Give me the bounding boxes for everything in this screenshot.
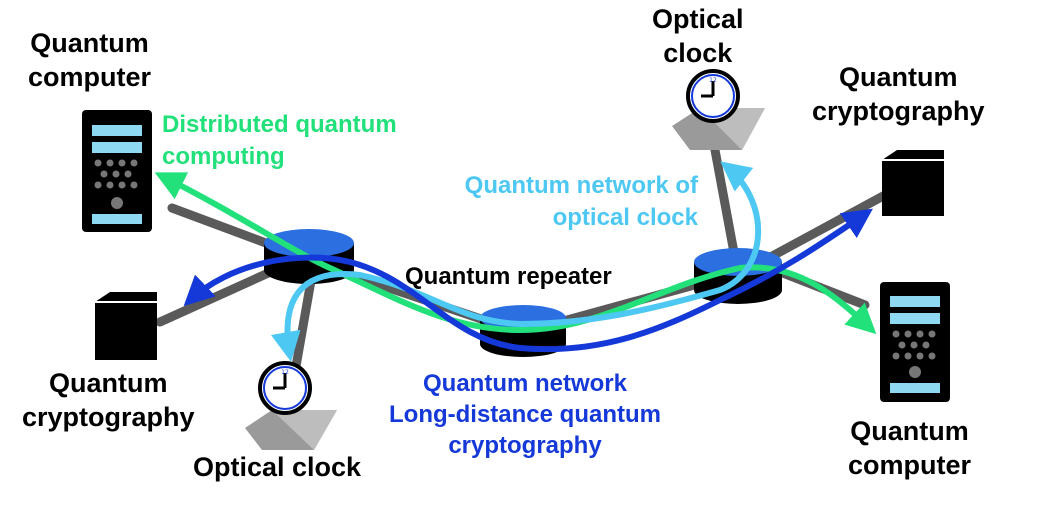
optical-clock-icon: 12 (672, 69, 765, 150)
label-line: optical clock (552, 204, 698, 231)
optical-clock-label-top: Optical clock (652, 2, 744, 70)
label-line: Quantum (49, 368, 168, 398)
label-line: Quantum network (422, 370, 627, 397)
svg-text:12: 12 (281, 369, 289, 376)
quantum-computer-icon (82, 110, 152, 232)
label-line: Long-distance quantum (389, 401, 661, 428)
quantum-cryptography-label-left: Quantum cryptography (22, 366, 195, 434)
cryptography-box-icon (882, 150, 944, 216)
clock-network-label: Quantum network of optical clock (430, 170, 698, 234)
quantum-network-arrow (183, 208, 873, 353)
label-line: cryptography (448, 432, 602, 459)
label-line: Optical (652, 4, 744, 34)
quantum-computer-label-top-left: Quantum computer (28, 26, 151, 94)
label-line: computer (28, 62, 152, 92)
quantum-computer-icon (880, 282, 950, 402)
optical-clock-icon: 12 (245, 361, 337, 450)
svg-text:12: 12 (709, 77, 717, 84)
label-line: Quantum (850, 416, 969, 446)
label-line: Quantum (30, 28, 149, 58)
label-line: computing (162, 143, 285, 170)
quantum-cryptography-label-top-right: Quantum cryptography (812, 60, 985, 128)
optical-clock-label-bottom: Optical clock (193, 452, 362, 482)
quantum-network-label: Quantum network Long-distance quantum cr… (372, 368, 678, 461)
label-line: cryptography (22, 402, 195, 432)
label-line: Distributed quantum (162, 111, 397, 138)
link-node3-crypto (760, 190, 890, 265)
quantum-repeater-label: Quantum repeater (405, 263, 612, 290)
label-line: Quantum network of (464, 172, 698, 199)
distributed-computing-label: Distributed quantum computing (162, 109, 397, 173)
label-line: cryptography (812, 96, 985, 126)
cryptography-box-icon (95, 292, 157, 360)
label-line: Quantum (839, 62, 958, 92)
quantum-computer-label-bottom-right: Quantum computer (848, 414, 971, 482)
label-line: clock (663, 38, 733, 68)
label-line: computer (848, 450, 972, 480)
